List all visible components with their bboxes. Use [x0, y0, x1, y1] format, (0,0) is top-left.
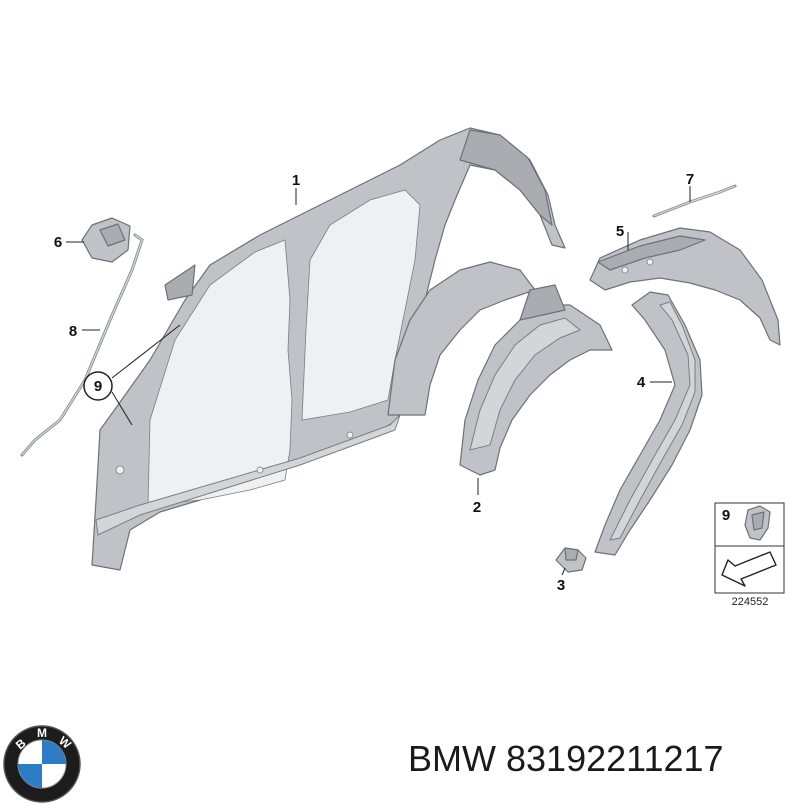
- legend-box: 9 224552: [714, 502, 785, 608]
- pillar-reinforcement-part: [594, 291, 703, 556]
- leader-line-3: [561, 567, 566, 576]
- drain-hose-part: [20, 233, 144, 457]
- brand-name: BMW: [408, 738, 496, 779]
- upper-bracket-part: [81, 217, 131, 263]
- callout-9: 9: [94, 378, 102, 395]
- callout-9-circle: [83, 371, 113, 401]
- logo-letter-m: M: [37, 726, 47, 740]
- callout-1: 1: [292, 172, 300, 189]
- callout-2: 2: [473, 499, 481, 516]
- part-number: 83192211217: [506, 738, 724, 779]
- callout-5: 5: [616, 223, 624, 240]
- leader-line-9b: [111, 391, 133, 426]
- bracket-part: [555, 547, 587, 573]
- wheel-arch-part: [387, 261, 613, 476]
- side-frame-part: [91, 127, 566, 571]
- callout-8: 8: [69, 323, 77, 340]
- callout-6: 6: [54, 234, 62, 251]
- roof-rail-part: [589, 227, 781, 346]
- callout-4: 4: [637, 374, 646, 391]
- callout-3: 3: [557, 577, 565, 594]
- seal-strip-part: [652, 184, 737, 218]
- legend-ref-number: 224552: [732, 596, 769, 608]
- legend-label: 9: [722, 507, 730, 524]
- arrow-icon: [721, 551, 777, 587]
- brand-part-number: BMW 83192211217: [408, 738, 724, 780]
- callout-7: 7: [686, 171, 694, 188]
- bmw-logo: B M W: [3, 725, 81, 803]
- leader-line-9a: [111, 324, 181, 379]
